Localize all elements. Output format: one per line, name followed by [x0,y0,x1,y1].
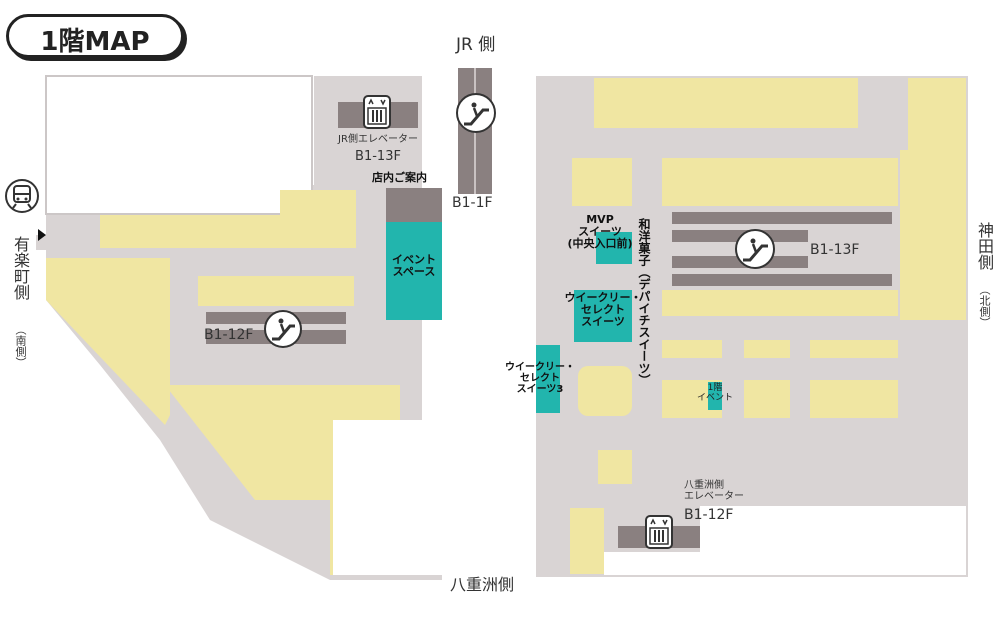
yaesu-side-label: 八重洲側 [450,575,515,594]
south-side-label: （南側） [14,324,27,368]
mvp-sweets-label: MVP スイーツ (中央入口前) [567,213,633,251]
train-icon [5,179,39,213]
wagashi-label: 和洋菓子（デパイチスイーツ） [637,218,651,386]
east-white-area [604,506,966,575]
shop-block [598,450,632,484]
page-title: 1階MAP [40,27,150,57]
shop-block [908,78,966,154]
shop-block [662,158,898,206]
escalator-icon [264,310,302,348]
shop-block [46,258,170,425]
weekly-select-block [574,290,632,342]
yaesu-elevator-floors: B1-12F [684,507,734,523]
jr-elevator-name: JR側エレベーター [338,134,418,145]
weekly-select-3-label: ウイークリー・ セレクト スイーツ3 [505,362,575,395]
yaesu-elevator-name: 八重洲側 エレベーター [684,480,744,502]
jr-side-label: JR 側 [456,35,496,55]
jr-elevator-floors: B1-13F [355,149,401,164]
escalator-track [672,212,892,224]
mvp-sweets-block [596,232,632,264]
west-escalator-floors: B1-12F [204,327,254,343]
north-side-label: （北側） [978,284,991,328]
event-space-block [386,222,442,320]
elevator-icon [645,515,673,549]
weekly-select-label: ウイークリー・ セレクト スイーツ [564,291,642,329]
first-floor-event-label: 1階 イベント [696,383,733,403]
shop-block [198,276,354,306]
map-title-badge: 1階MAP [6,14,184,58]
shop-block [570,508,604,574]
shop-block [900,150,966,320]
west-building [36,75,442,580]
escalator-icon [456,93,496,133]
shop-block [744,340,790,358]
shop-block [662,290,898,316]
arrow-right-icon [38,229,46,241]
east-escalator-floors: B1-13F [810,242,860,258]
escalator-icon [735,229,775,269]
shop-block [744,380,790,418]
yurakucho-side-label: 有楽町側 [11,236,30,300]
corridor-escalator-floors: B1-1F [452,195,493,211]
shop-block [662,340,722,358]
event-space-label: イベント スペース [392,253,436,279]
kanda-side-label: 神田側 [975,222,994,270]
east-building [536,76,968,577]
elevator-icon [363,95,391,129]
first-floor-event-block [708,382,722,410]
escalator-track [672,274,892,286]
shop-block [810,340,898,358]
information-label: 店内ご案内 [372,171,427,184]
west-white-room [45,75,313,215]
shop-block [594,78,858,128]
shop-block [572,158,632,206]
information-area [386,188,442,222]
shop-block [578,366,632,416]
weekly-select-3-block [536,345,560,413]
west-white-room [333,420,442,575]
shop-block [810,380,898,418]
shop-block [100,190,356,248]
